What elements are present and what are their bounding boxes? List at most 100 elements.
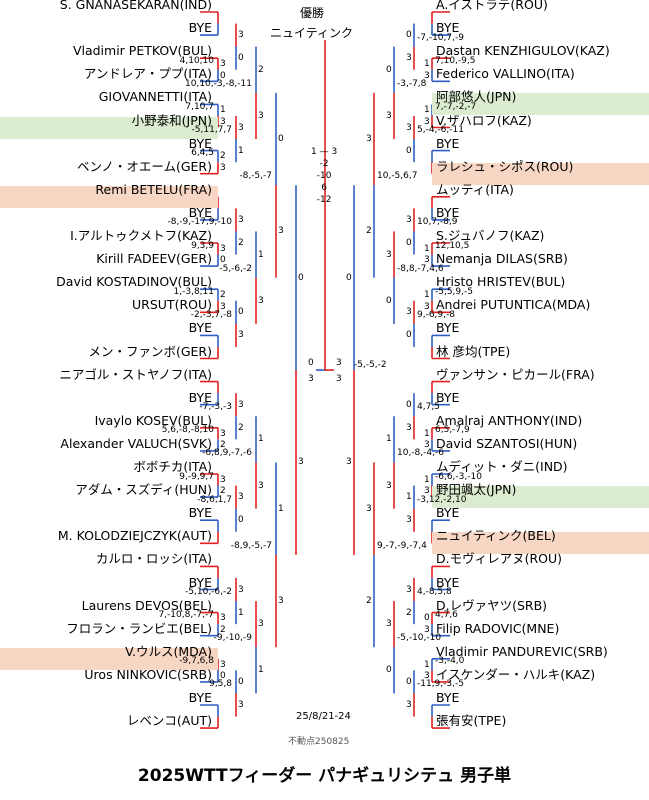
right-player-name: Hristo HRISTEV(BUL)	[436, 274, 566, 290]
left-set-score: 1	[238, 145, 244, 156]
right-player-name: BYE	[436, 204, 460, 220]
right-set-score: 3	[406, 307, 412, 318]
right-highlight	[432, 486, 649, 509]
final-set-score: 3	[336, 358, 342, 369]
right-set-score: 3	[386, 480, 392, 491]
right-set-score: 3	[424, 671, 430, 682]
left-highlight	[0, 185, 218, 208]
left-player-name: Alexander VALUCH(SVK)	[60, 435, 212, 451]
left-player-name: 小野泰和(JPN)	[131, 112, 212, 128]
right-set-score: 3	[424, 255, 430, 266]
left-player-name: Remi BETELU(FRA)	[95, 181, 212, 197]
fixed-point-note: 不動点250825	[288, 737, 350, 747]
left-game-scores: -8,6,1,7	[197, 494, 232, 505]
left-game-scores: 4,10,10	[179, 55, 214, 66]
left-set-score: 3	[238, 700, 244, 710]
final-set-score: 3	[336, 374, 342, 385]
right-set-score: 2	[366, 226, 372, 237]
left-game-scores: -2,-3,7,-8	[190, 309, 232, 320]
left-game-scores: -9,-10,-9	[213, 633, 252, 644]
right-game-scores: -3,12,-2,10	[417, 494, 467, 505]
right-set-score: 1	[424, 58, 430, 69]
right-player-name: 張有安(TPE)	[436, 713, 507, 729]
right-set-score: 1	[386, 434, 392, 445]
right-player-name: S.ジュバノフ(KAZ)	[436, 228, 545, 243]
left-set-score: 3	[258, 480, 264, 491]
left-player-name: アダム・スズディ(HUN)	[75, 482, 212, 498]
left-player-name: M. KOLODZIEJCZYK(AUT)	[57, 528, 212, 544]
left-player-name: V.ウルス(MDA)	[125, 643, 212, 659]
left-player-name: Uros NINKOVIC(SRB)	[84, 666, 212, 682]
right-player-name: A.イストラテ(ROU)	[436, 0, 548, 12]
right-set-score: 3	[406, 53, 412, 64]
right-set-score: 3	[406, 122, 412, 133]
right-set-score: 1	[424, 243, 430, 254]
left-player-name: BYE	[188, 574, 212, 590]
right-game-scores: -8,8,-7,4,6	[397, 263, 444, 274]
left-player-name: BYE	[188, 505, 212, 521]
right-game-scores: 12,10,5	[435, 240, 470, 251]
left-player-name: Ivaylo KOSEV(BUL)	[94, 412, 212, 428]
left-set-score: 0	[238, 307, 244, 318]
right-game-scores: 4,7,6	[435, 610, 458, 621]
left-set-score: 1	[238, 607, 244, 618]
right-game-scores: -6,6,-3,-10	[435, 471, 482, 482]
right-set-score: 3	[386, 249, 392, 260]
left-player-name: I.アルトゥクメトフ(KAZ)	[70, 228, 212, 243]
left-highlight	[0, 116, 218, 139]
left-game-scores: -8,9,-5,-7	[230, 540, 272, 551]
left-set-score: 1	[278, 503, 284, 514]
left-game-scores: 6,4,5	[191, 148, 214, 159]
left-set-score: 3	[220, 613, 226, 624]
right-player-name: D.レヴァヤツ(SRB)	[436, 597, 548, 613]
left-set-score: 3	[278, 226, 284, 237]
right-player-name: BYE	[436, 574, 460, 590]
left-set-score: 1	[258, 249, 264, 260]
left-player-name: BYE	[188, 320, 212, 336]
left-game-scores: 9,3,9	[191, 240, 214, 251]
right-game-scores: 10,7,-8,9	[417, 217, 458, 228]
left-set-score: 3	[238, 399, 244, 410]
left-player-name: David KOSTADINOV(BUL)	[56, 274, 212, 290]
left-game-scores: -5,10,-6,-2	[185, 587, 232, 598]
right-highlight	[432, 162, 649, 185]
left-game-scores: 9,5,8	[209, 679, 232, 690]
left-highlight	[0, 647, 218, 670]
right-set-score: 3	[366, 503, 372, 514]
final-set-score: 3	[308, 374, 314, 385]
left-set-score: 3	[220, 474, 226, 485]
right-set-score: 3	[386, 110, 392, 121]
left-set-score: 3	[258, 295, 264, 306]
right-set-score: 0	[386, 665, 392, 676]
left-set-score: 0	[278, 134, 284, 145]
left-player-name: BYE	[188, 204, 212, 220]
left-game-scores: -5,-6,-2	[219, 263, 252, 274]
right-game-scores: 7,10,-9,5	[435, 55, 476, 66]
left-player-name: アンドレア・ププ(ITA)	[83, 66, 212, 82]
right-set-score: 1	[424, 659, 430, 670]
right-player-name: ムディット・ダニ(IND)	[436, 459, 568, 474]
right-set-score: 1	[424, 105, 430, 116]
left-set-score: 3	[220, 243, 226, 254]
left-set-score: 2	[220, 486, 226, 497]
right-player-name: BYE	[436, 505, 460, 521]
left-game-scores: -8,-5,-7	[239, 171, 272, 182]
left-set-score: 3	[220, 659, 226, 670]
left-set-score: 1	[258, 434, 264, 445]
left-player-name: Vladimir PETKOV(BUL)	[72, 43, 212, 59]
right-set-score: 1	[424, 428, 430, 439]
right-set-score: 3	[406, 422, 412, 433]
right-game-scores: 9,-6,9,-8	[417, 309, 455, 320]
left-set-score: 2	[238, 422, 244, 433]
right-set-score: 0	[424, 613, 430, 624]
left-player-name: URSUT(ROU)	[132, 297, 212, 313]
left-set-score: 3	[220, 162, 226, 173]
left-set-score: 3	[220, 301, 226, 312]
right-game-scores: -5,-10,-10	[397, 633, 442, 644]
page-title: 2025WTTフィーダー パナギュリシテュ 男子単	[137, 766, 512, 786]
left-game-scores: -6,8,9,-7,-6	[202, 448, 252, 459]
right-set-score: 3	[406, 515, 412, 526]
right-set-score: 3	[406, 700, 412, 710]
left-set-score: 3	[238, 122, 244, 133]
right-set-score: 3	[424, 624, 430, 635]
